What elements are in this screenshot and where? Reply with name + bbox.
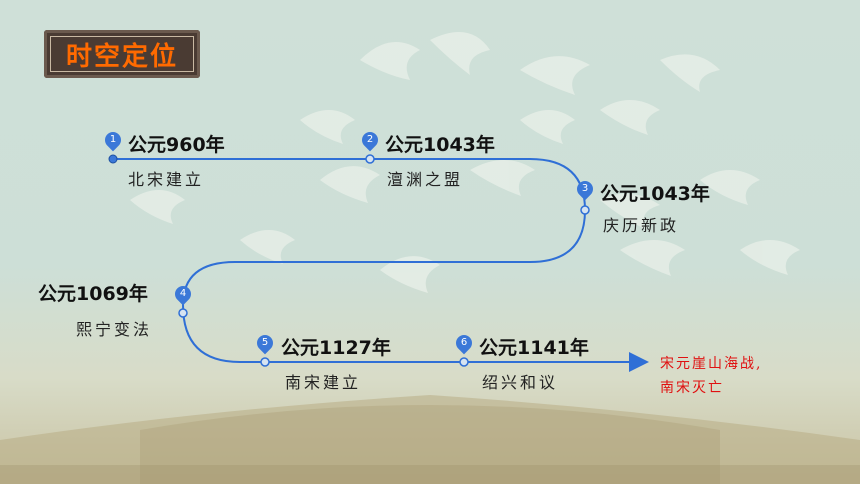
node-event-5: 南宋建立 xyxy=(285,373,362,392)
node-event-2: 澶渊之盟 xyxy=(387,170,464,189)
timeline-dot-4 xyxy=(178,308,188,318)
node-year-3: 公元1043年 xyxy=(600,183,710,205)
palace-roof-decor xyxy=(0,395,860,484)
crane-flock-decor xyxy=(130,32,800,293)
timeline-dot-5 xyxy=(260,357,270,367)
section-title-frame: 时空定位 xyxy=(50,36,194,72)
node-event-6: 绍兴和议 xyxy=(482,373,559,392)
timeline-dot-3 xyxy=(580,205,590,215)
pin-number-5: 5 xyxy=(261,337,269,348)
pin-number-4: 4 xyxy=(179,288,187,299)
pin-number-2: 2 xyxy=(366,134,374,145)
node-year-5: 公元1127年 xyxy=(281,337,391,359)
node-year-2: 公元1043年 xyxy=(385,134,495,156)
section-title-box: 时空定位 xyxy=(44,30,200,78)
end-note: 宋元崖山海战, 南宋灭亡 xyxy=(660,352,800,400)
end-note-line-2: 南宋灭亡 xyxy=(660,380,724,396)
timeline-dot-6 xyxy=(459,357,469,367)
node-event-1: 北宋建立 xyxy=(128,170,205,189)
node-event-4: 熙宁变法 xyxy=(76,320,153,339)
node-event-3: 庆历新政 xyxy=(603,216,680,235)
node-year-4: 公元1069年 xyxy=(38,283,148,305)
pin-number-1: 1 xyxy=(109,134,117,145)
timeline-dot-2 xyxy=(365,154,375,164)
node-year-6: 公元1141年 xyxy=(479,337,589,359)
timeline-dot-1 xyxy=(108,154,118,164)
end-note-line-1: 宋元崖山海战, xyxy=(660,356,763,372)
node-year-1: 公元960年 xyxy=(128,134,225,156)
pin-number-3: 3 xyxy=(581,183,589,194)
section-title: 时空定位 xyxy=(65,41,178,72)
pin-number-6: 6 xyxy=(460,337,468,348)
